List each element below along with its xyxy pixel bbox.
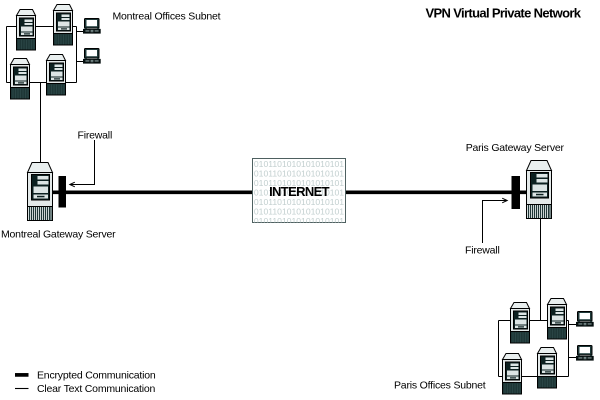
svg-text:Clear Text Communication: Clear Text Communication bbox=[37, 383, 155, 395]
svg-text:0101101010101010101: 0101101010101010101 bbox=[254, 216, 344, 226]
svg-text:Montreal Gateway Server: Montreal Gateway Server bbox=[1, 229, 116, 241]
svg-text:Firewall: Firewall bbox=[465, 245, 500, 257]
svg-text:0101101010101010101: 0101101010101010101 bbox=[254, 188, 344, 198]
svg-text:VPN Virtual Private Network: VPN Virtual Private Network bbox=[426, 6, 582, 21]
svg-text:Montreal Offices Subnet: Montreal Offices Subnet bbox=[113, 11, 221, 23]
svg-text:INTERNET: INTERNET bbox=[269, 184, 330, 199]
svg-text:0101101010101010101: 0101101010101010101 bbox=[254, 169, 344, 179]
svg-text:Paris Gateway Server: Paris Gateway Server bbox=[466, 142, 565, 154]
svg-text:Paris Offices Subnet: Paris Offices Subnet bbox=[394, 380, 486, 392]
svg-text:0101101010101010101: 0101101010101010101 bbox=[254, 207, 344, 217]
svg-text:Encrypted Communication: Encrypted Communication bbox=[37, 369, 156, 381]
svg-text:0101101010101010101: 0101101010101010101 bbox=[254, 197, 344, 207]
svg-text:0101101010101010101: 0101101010101010101 bbox=[254, 178, 344, 188]
svg-text:0101101010101010101: 0101101010101010101 bbox=[254, 159, 344, 169]
svg-text:Firewall: Firewall bbox=[78, 130, 113, 142]
